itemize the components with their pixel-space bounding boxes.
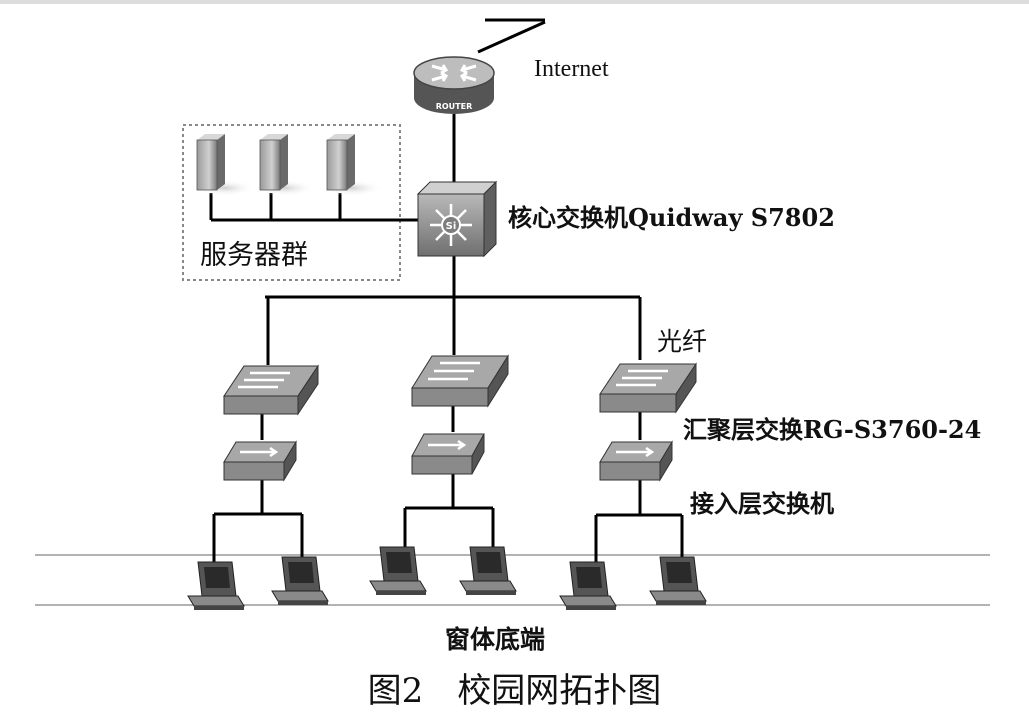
router-icon: ROUTER bbox=[413, 56, 495, 114]
aggregation-switch-icon bbox=[599, 362, 697, 414]
access-switch-icon bbox=[223, 440, 297, 482]
core-switch-icon: Si bbox=[416, 180, 498, 258]
server-icon bbox=[320, 134, 384, 196]
server-icon bbox=[195, 134, 255, 196]
server-icon bbox=[255, 134, 315, 196]
aggregation-switch-icon bbox=[411, 354, 509, 408]
access-switch-icon bbox=[411, 433, 485, 475]
computer-icon bbox=[559, 561, 617, 610]
top-edge-artifact bbox=[0, 0, 1029, 4]
aggregation-switch-label: 汇聚层交换RG-S3760-24 bbox=[683, 415, 982, 444]
access-switch-icon bbox=[599, 440, 673, 482]
server-group-box bbox=[182, 124, 401, 281]
computer-icon bbox=[271, 556, 329, 605]
aggregation-switch-icon bbox=[223, 364, 319, 416]
fiber-label: 光纤 bbox=[657, 327, 708, 356]
computer-icon bbox=[369, 546, 427, 595]
core-badge: Si bbox=[446, 221, 457, 232]
computer-icon bbox=[459, 546, 517, 595]
computer-icon bbox=[649, 556, 707, 605]
bottom-label: 窗体底端 bbox=[445, 625, 546, 654]
server-group-label: 服务器群 bbox=[200, 240, 308, 271]
figure-title: 校园网拓扑图 bbox=[457, 671, 662, 711]
computer-icon bbox=[187, 561, 245, 610]
figure-caption: 图2 校园网拓扑图 bbox=[0, 663, 1029, 712]
access-switch-label: 接入层交换机 bbox=[690, 489, 834, 518]
internet-label: Internet bbox=[534, 56, 609, 82]
core-switch-label: 核心交换机Quidway S7802 bbox=[508, 203, 835, 232]
router-badge: ROUTER bbox=[436, 102, 473, 111]
figure-number: 图2 bbox=[367, 671, 424, 711]
connection-lines bbox=[209, 18, 684, 568]
